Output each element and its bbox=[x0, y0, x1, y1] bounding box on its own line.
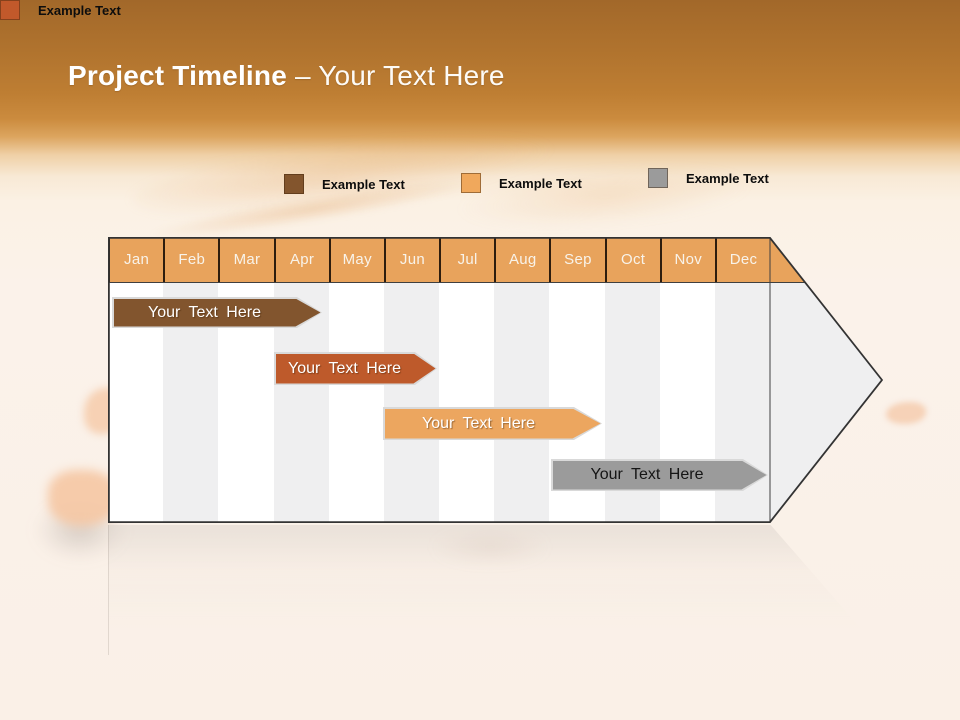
gantt-bar: Your Text Here bbox=[274, 352, 437, 385]
legend-label: Example Text bbox=[322, 176, 405, 192]
slide-title-main: Project Timeline bbox=[68, 60, 287, 91]
legend-label: Example Text bbox=[38, 2, 121, 18]
gantt-bar-fill: Your Text Here bbox=[276, 354, 436, 384]
legend-color-swatch bbox=[284, 174, 304, 194]
gantt-bar-fill: Your Text Here bbox=[385, 409, 601, 439]
legend-label: Example Text bbox=[499, 175, 582, 191]
gantt-bar-label: Your Text Here bbox=[422, 414, 535, 432]
legend-item: Example Text bbox=[648, 168, 769, 188]
legend: Example Text Example Text Example Text E… bbox=[0, 0, 960, 194]
legend-item: Example Text bbox=[284, 174, 405, 194]
slide-title: Project Timeline – Your Text Here bbox=[68, 60, 505, 92]
gantt-bar: Your Text Here bbox=[383, 407, 602, 440]
gantt-bar-label: Your Text Here bbox=[148, 303, 261, 321]
gantt-bar: Your Text Here bbox=[112, 297, 322, 328]
legend-color-swatch bbox=[461, 173, 481, 193]
paint-blob-decoration bbox=[886, 402, 926, 424]
timeline-reflection bbox=[108, 525, 884, 655]
gantt-bar: Your Text Here bbox=[551, 459, 768, 491]
legend-item: Example Text bbox=[461, 173, 582, 193]
slide-title-subtitle: – Your Text Here bbox=[286, 60, 505, 91]
legend-color-swatch bbox=[0, 0, 20, 20]
gantt-bar-label: Your Text Here bbox=[590, 466, 704, 483]
legend-label: Example Text bbox=[686, 170, 769, 186]
gantt-bars: Your Text Here Your Text Here Your Text … bbox=[108, 237, 883, 523]
gantt-bar-fill: Your Text Here bbox=[553, 461, 767, 490]
legend-color-swatch bbox=[648, 168, 668, 188]
project-timeline-arrow: Jan Feb Mar Apr May Jun Jul bbox=[108, 237, 883, 523]
gantt-bar-label: Your Text Here bbox=[288, 359, 401, 377]
gantt-bar-fill: Your Text Here bbox=[114, 299, 321, 327]
legend-item: Example Text bbox=[0, 0, 121, 20]
